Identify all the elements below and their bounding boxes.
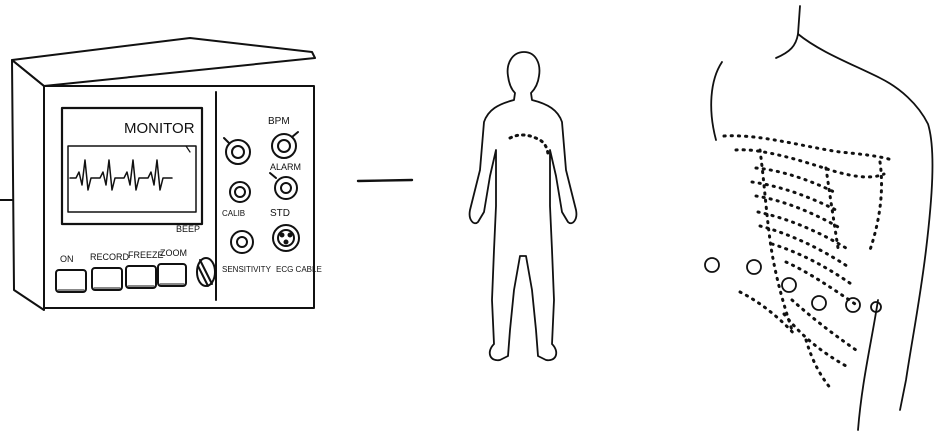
- freeze-label: FREEZE: [128, 250, 164, 260]
- zoom-label: ZOOM: [160, 248, 187, 258]
- beep-knob[interactable]: [197, 258, 215, 286]
- sensitivity-label: SENSITIVITY: [222, 265, 272, 274]
- torso-closeup: [705, 6, 932, 430]
- electrode-v3: [782, 278, 796, 292]
- ecg-cable-label: ECG CABLE: [276, 265, 322, 274]
- record-label: RECORD: [90, 252, 130, 262]
- bpm-knob[interactable]: [224, 138, 250, 164]
- record-button[interactable]: [92, 268, 122, 290]
- ecg-waveform: [70, 160, 172, 190]
- on-button[interactable]: [56, 270, 86, 292]
- connector-line: [358, 180, 412, 181]
- alarm-knob[interactable]: [272, 132, 298, 158]
- calibration-label: CALIB: [222, 209, 245, 218]
- shoulder-outline: [798, 34, 932, 410]
- neck-outline: [776, 6, 800, 58]
- ecg-cable-socket[interactable]: [273, 225, 299, 251]
- zoom-button[interactable]: [158, 264, 186, 286]
- chest-left-outline: [711, 62, 722, 140]
- monitor-label: MONITOR: [124, 120, 195, 137]
- calibration-knob[interactable]: [270, 173, 297, 199]
- monitor-side-face: [12, 60, 44, 310]
- electrode-v1: [705, 258, 719, 272]
- std-knob[interactable]: [230, 182, 250, 202]
- heart-position-dots: [510, 135, 548, 156]
- electrode-v4: [812, 296, 826, 310]
- electrode-v5: [846, 298, 860, 312]
- ecg-monitor: MONITOR BPM ALARM CALIB STD: [0, 38, 322, 310]
- torso-left-edge: [858, 300, 878, 430]
- on-label: ON: [60, 254, 74, 264]
- monitor-top-face: [12, 38, 315, 86]
- freeze-button[interactable]: [126, 266, 156, 288]
- sensitivity-knob[interactable]: [231, 231, 253, 253]
- std-label: STD: [270, 208, 290, 219]
- beep-label: BEEP: [176, 224, 200, 234]
- alarm-label: ALARM: [270, 162, 301, 172]
- electrode-v2: [747, 260, 761, 274]
- bpm-label: BPM: [268, 116, 290, 127]
- human-figure: [470, 52, 577, 360]
